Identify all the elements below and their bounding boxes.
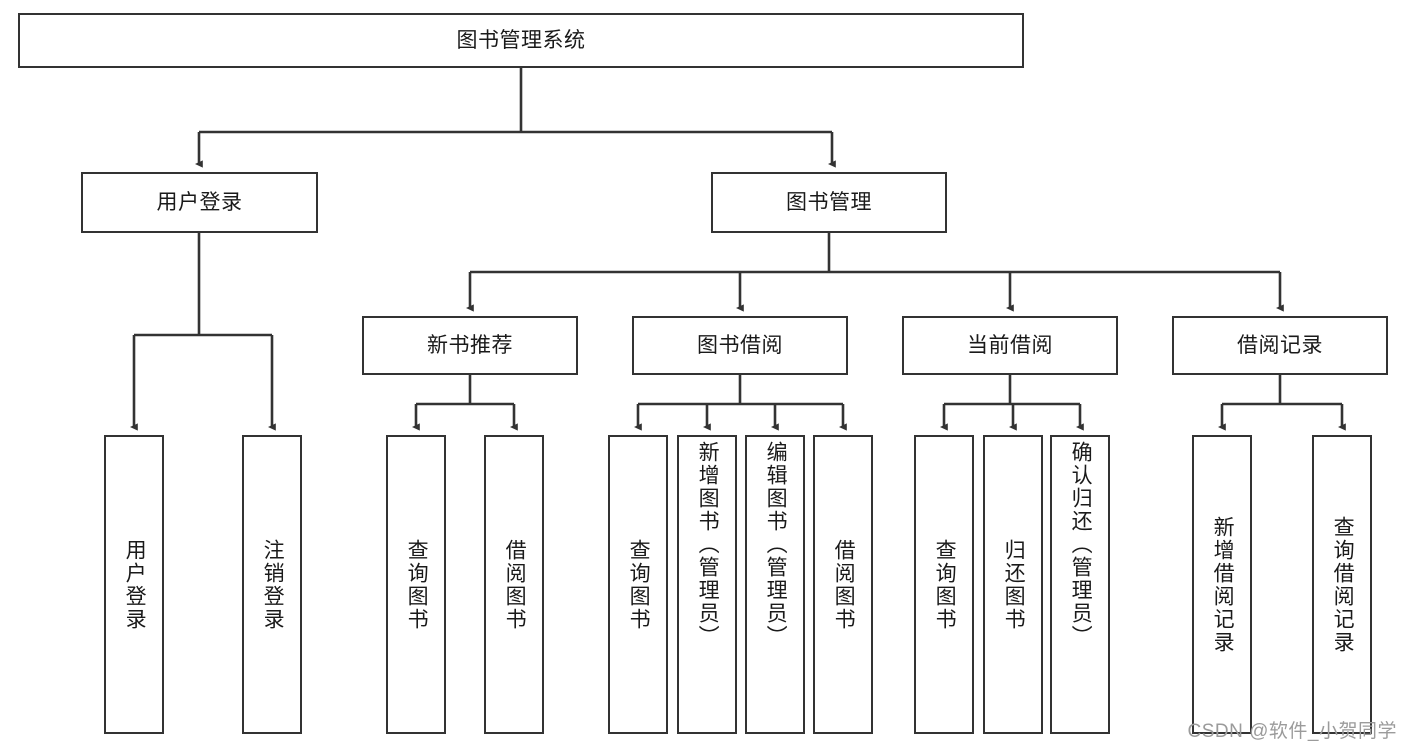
node-current-borrow-label: 当前借阅: [967, 334, 1053, 357]
node-leaf-query-book-1[interactable]: 查询图书: [386, 435, 446, 734]
node-current-borrow[interactable]: 当前借阅: [902, 316, 1118, 375]
node-book-manage-label: 图书管理: [786, 191, 872, 214]
node-leaf-query-book-3[interactable]: 查询图书: [914, 435, 974, 734]
node-root-system-label: 图书管理系统: [456, 29, 586, 52]
node-new-book-recommend-label: 新书推荐: [427, 334, 513, 357]
node-borrow-record[interactable]: 借阅记录: [1172, 316, 1388, 375]
node-book-manage[interactable]: 图书管理: [711, 172, 947, 233]
node-leaf-query-borrow-record[interactable]: 查询借阅记录: [1312, 435, 1372, 734]
node-leaf-return-book-label: 归还图书: [1002, 538, 1026, 631]
node-leaf-user-login-label: 用户登录: [123, 538, 147, 631]
node-leaf-user-login[interactable]: 用户登录: [104, 435, 164, 734]
node-user-login[interactable]: 用户登录: [81, 172, 318, 233]
node-leaf-borrow-book-1[interactable]: 借阅图书: [484, 435, 544, 734]
node-leaf-edit-book-label: 编辑图书（管理员）: [764, 441, 788, 648]
csdn-watermark: CSDN @软件_小贺同学: [1187, 721, 1397, 742]
node-root-system[interactable]: 图书管理系统: [18, 13, 1024, 68]
node-leaf-borrow-book-1-label: 借阅图书: [503, 538, 527, 631]
node-leaf-query-book-2[interactable]: 查询图书: [608, 435, 668, 734]
node-leaf-borrow-book-2[interactable]: 借阅图书: [813, 435, 873, 734]
node-book-borrow-label: 图书借阅: [697, 334, 783, 357]
node-borrow-record-label: 借阅记录: [1237, 334, 1323, 357]
node-new-book-recommend[interactable]: 新书推荐: [362, 316, 578, 375]
node-leaf-add-book-label: 新增图书（管理员）: [696, 441, 720, 648]
node-book-borrow[interactable]: 图书借阅: [632, 316, 848, 375]
node-leaf-query-borrow-record-label: 查询借阅记录: [1331, 515, 1355, 654]
node-leaf-borrow-book-2-label: 借阅图书: [832, 538, 856, 631]
node-leaf-add-book[interactable]: 新增图书（管理员）: [677, 435, 737, 734]
node-user-login-label: 用户登录: [156, 191, 243, 214]
node-leaf-query-book-1-label: 查询图书: [405, 538, 429, 631]
node-leaf-query-book-3-label: 查询图书: [933, 538, 957, 631]
node-leaf-confirm-return[interactable]: 确认归还（管理员）: [1050, 435, 1110, 734]
node-leaf-add-borrow-record[interactable]: 新增借阅记录: [1192, 435, 1252, 734]
node-leaf-logout[interactable]: 注销登录: [242, 435, 302, 734]
node-leaf-logout-label: 注销登录: [261, 538, 285, 631]
node-leaf-add-borrow-record-label: 新增借阅记录: [1211, 515, 1235, 654]
node-leaf-edit-book[interactable]: 编辑图书（管理员）: [745, 435, 805, 734]
node-leaf-return-book[interactable]: 归还图书: [983, 435, 1043, 734]
node-leaf-confirm-return-label: 确认归还（管理员）: [1069, 441, 1093, 648]
node-leaf-query-book-2-label: 查询图书: [627, 538, 651, 631]
